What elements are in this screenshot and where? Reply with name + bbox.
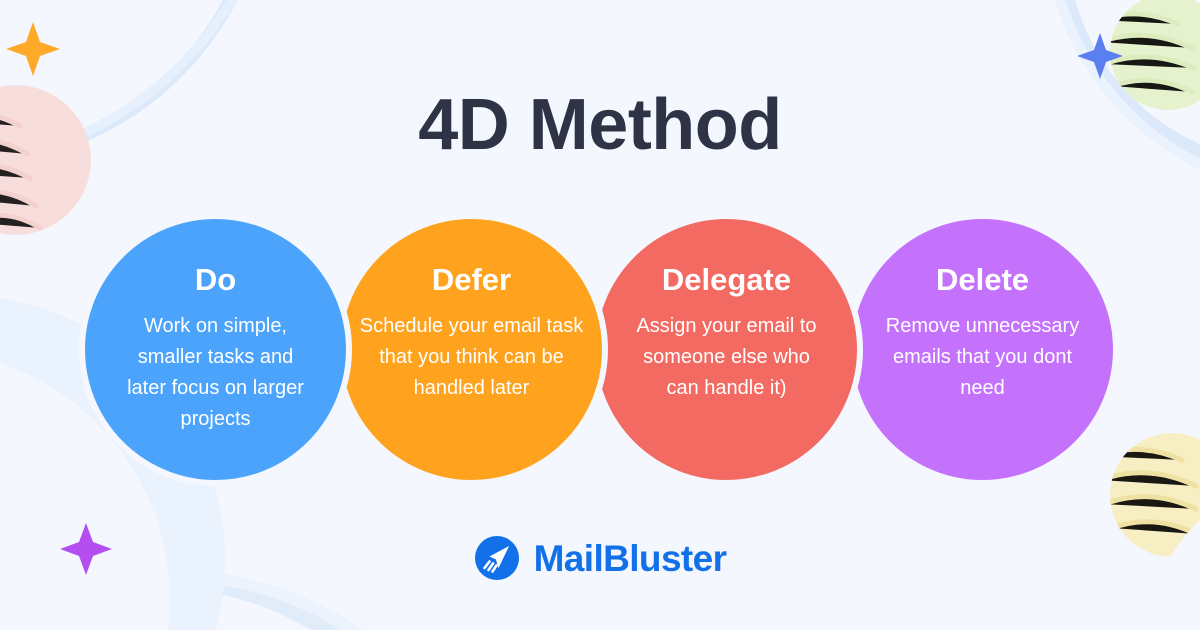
paper-plane-send-icon: [474, 536, 519, 580]
step-description: Assign your email to someone else who ca…: [636, 315, 817, 400]
brand-name: MailBluster: [533, 537, 727, 579]
step-circle-delegate: Delegate Assign your email to someone el…: [590, 213, 863, 486]
step-description: Remove unnecessary emails that you dont …: [885, 315, 1080, 400]
method-steps: Do Work on simple, smaller tasks and lat…: [0, 213, 1200, 488]
arc-bottom-right: [1085, 625, 1200, 630]
step-description: Work on simple, smaller tasks and later …: [127, 315, 304, 431]
step-circle-delete: Delete Remove unnecessary emails that yo…: [846, 213, 1119, 486]
step-heading: Delete: [935, 262, 1030, 297]
step-description: Schedule your email task that you think …: [359, 315, 584, 400]
step-heading: Defer: [431, 262, 512, 297]
step-circle-do: Do Work on simple, smaller tasks and lat…: [79, 213, 352, 486]
step-circle-defer: Defer Schedule your email task that you …: [335, 213, 608, 486]
brand-logo: MailBluster: [0, 528, 1200, 588]
sparkle-star-blue: [1077, 33, 1123, 79]
step-heading: Do: [194, 262, 237, 297]
page-title: 4D Method: [418, 85, 782, 165]
step-heading: Delegate: [661, 262, 792, 297]
sparkle-star-orange: [6, 22, 60, 76]
